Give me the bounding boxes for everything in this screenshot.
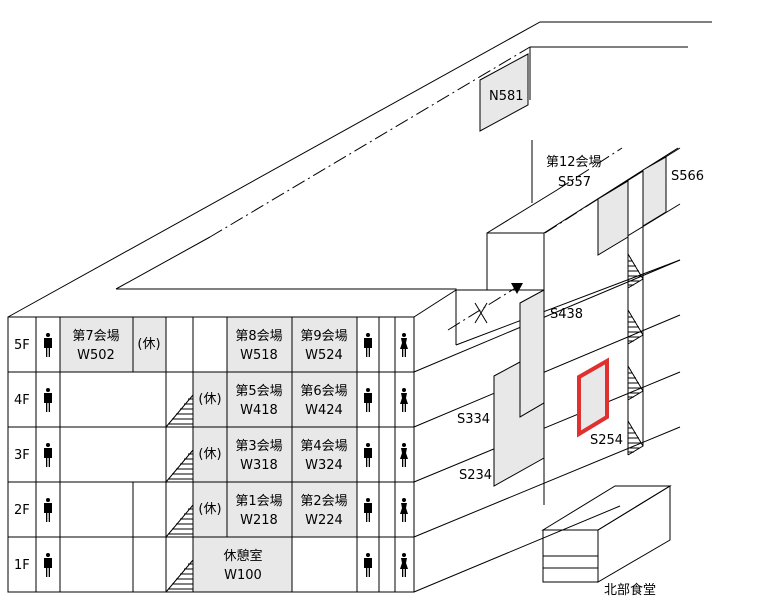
room-n581[interactable]: N581: [479, 53, 529, 132]
svg-text:W502: W502: [77, 348, 115, 363]
womens-restroom-icon: [400, 388, 408, 412]
room-w100[interactable]: [192, 536, 293, 593]
roof-outline: [7, 21, 712, 345]
svg-text:(休): (休): [198, 502, 221, 517]
svg-text:W324: W324: [305, 458, 343, 473]
svg-text:第8会場: 第8会場: [235, 329, 282, 344]
mens-restroom-icon: [44, 443, 52, 467]
stairs-icon: [627, 365, 644, 401]
mens-restroom-icon: [44, 553, 52, 577]
room-w224[interactable]: [291, 481, 358, 538]
svg-text:W518: W518: [240, 348, 278, 363]
room-s438[interactable]: S438: [519, 289, 583, 418]
mens-restroom-icon: [364, 553, 372, 577]
room-code: N581: [489, 89, 524, 104]
svg-text:W418: W418: [240, 403, 278, 418]
cafeteria-label: 北部食堂: [604, 582, 656, 598]
svg-text:W524: W524: [305, 348, 343, 363]
room-s566[interactable]: S566: [642, 156, 704, 227]
hall-name: 第12会場: [546, 155, 602, 170]
svg-text:W224: W224: [305, 513, 343, 528]
womens-restroom-icon: [400, 443, 408, 467]
cross-mark-icon: [474, 302, 488, 324]
svg-text:第1会場: 第1会場: [235, 494, 282, 509]
stairs-icon: [627, 253, 644, 289]
room-label: S438: [550, 307, 583, 322]
floor-label: 4F: [14, 393, 30, 408]
room-label: S334: [457, 412, 490, 427]
room-s557[interactable]: 第12会場 S557: [546, 155, 629, 256]
room-label: S566: [671, 169, 704, 184]
svg-text:W424: W424: [305, 403, 343, 418]
room-labels: 第7会場 W502 (休) 第8会場 W518 第9会場 W524 (休) 第5…: [72, 329, 347, 583]
stairs-icon: [627, 420, 644, 456]
floor-label: 1F: [14, 558, 30, 573]
front-facade: [7, 316, 415, 593]
womens-restroom-icon: [400, 498, 408, 522]
svg-text:(休): (休): [198, 392, 221, 407]
room-w318[interactable]: [226, 426, 293, 483]
stairs-icon: [627, 309, 644, 345]
stairs-icon: [165, 394, 194, 428]
mens-restroom-icon: [364, 443, 372, 467]
womens-restroom-icon: [400, 333, 408, 357]
svg-text:第2会場: 第2会場: [300, 494, 347, 509]
svg-text:W100: W100: [224, 568, 262, 583]
mens-restroom-icon: [364, 498, 372, 522]
stairs-icon: [165, 559, 194, 593]
room-w424[interactable]: [291, 371, 358, 428]
svg-text:第4会場: 第4会場: [300, 439, 347, 454]
mens-restroom-icon: [364, 333, 372, 357]
room-s254-highlighted[interactable]: S254: [577, 357, 623, 448]
floor-label: 5F: [14, 338, 30, 353]
room-w324[interactable]: [291, 426, 358, 483]
north-cafeteria[interactable]: 北部食堂: [541, 485, 672, 598]
entrance-arrow-icon: [511, 283, 523, 294]
floor-label: 3F: [14, 448, 30, 463]
mens-restroom-icon: [364, 388, 372, 412]
room-w524[interactable]: [291, 316, 358, 373]
room-w518[interactable]: [226, 316, 293, 373]
room-w502[interactable]: [59, 316, 134, 373]
floor-label: 2F: [14, 503, 30, 518]
room-w418[interactable]: [226, 371, 293, 428]
svg-text:第3会場: 第3会場: [235, 439, 282, 454]
side-face: [413, 147, 681, 593]
hall-code: S557: [558, 175, 591, 190]
svg-text:W318: W318: [240, 458, 278, 473]
svg-text:第9会場: 第9会場: [300, 329, 347, 344]
svg-text:休憩室: 休憩室: [223, 548, 262, 564]
svg-text:第7会場: 第7会場: [72, 329, 119, 344]
svg-text:(休): (休): [137, 337, 160, 352]
womens-restroom-icon: [400, 553, 408, 577]
room-s334-s234[interactable]: S334 S234: [457, 361, 545, 487]
stairs-icon: [165, 449, 194, 483]
svg-text:(休): (休): [198, 447, 221, 462]
svg-text:W218: W218: [240, 513, 278, 528]
mens-restroom-icon: [44, 333, 52, 357]
room-label: S234: [459, 468, 492, 483]
room-w218[interactable]: [226, 481, 293, 538]
mens-restroom-icon: [44, 388, 52, 412]
stairs-icon: [165, 504, 194, 538]
room-label: S254: [590, 433, 623, 448]
svg-text:第6会場: 第6会場: [300, 384, 347, 399]
mens-restroom-icon: [44, 498, 52, 522]
svg-text:第5会場: 第5会場: [235, 384, 282, 399]
